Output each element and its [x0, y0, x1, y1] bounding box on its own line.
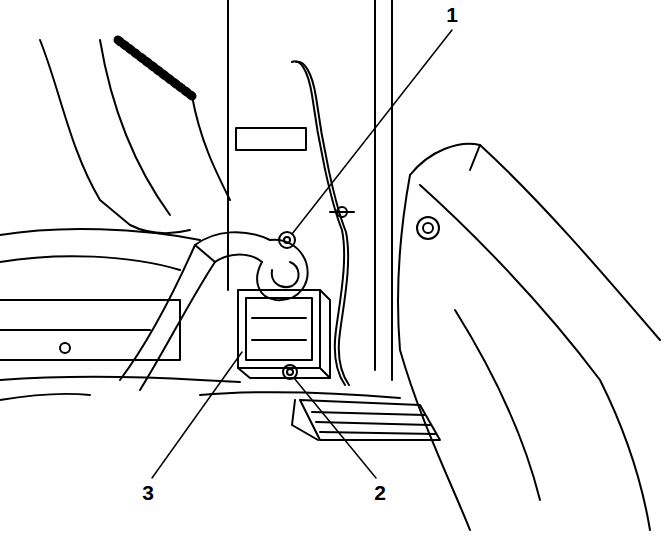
callout-number: 1: [446, 4, 458, 25]
callout-number: 2: [374, 482, 386, 503]
callout-number: 3: [142, 482, 154, 503]
